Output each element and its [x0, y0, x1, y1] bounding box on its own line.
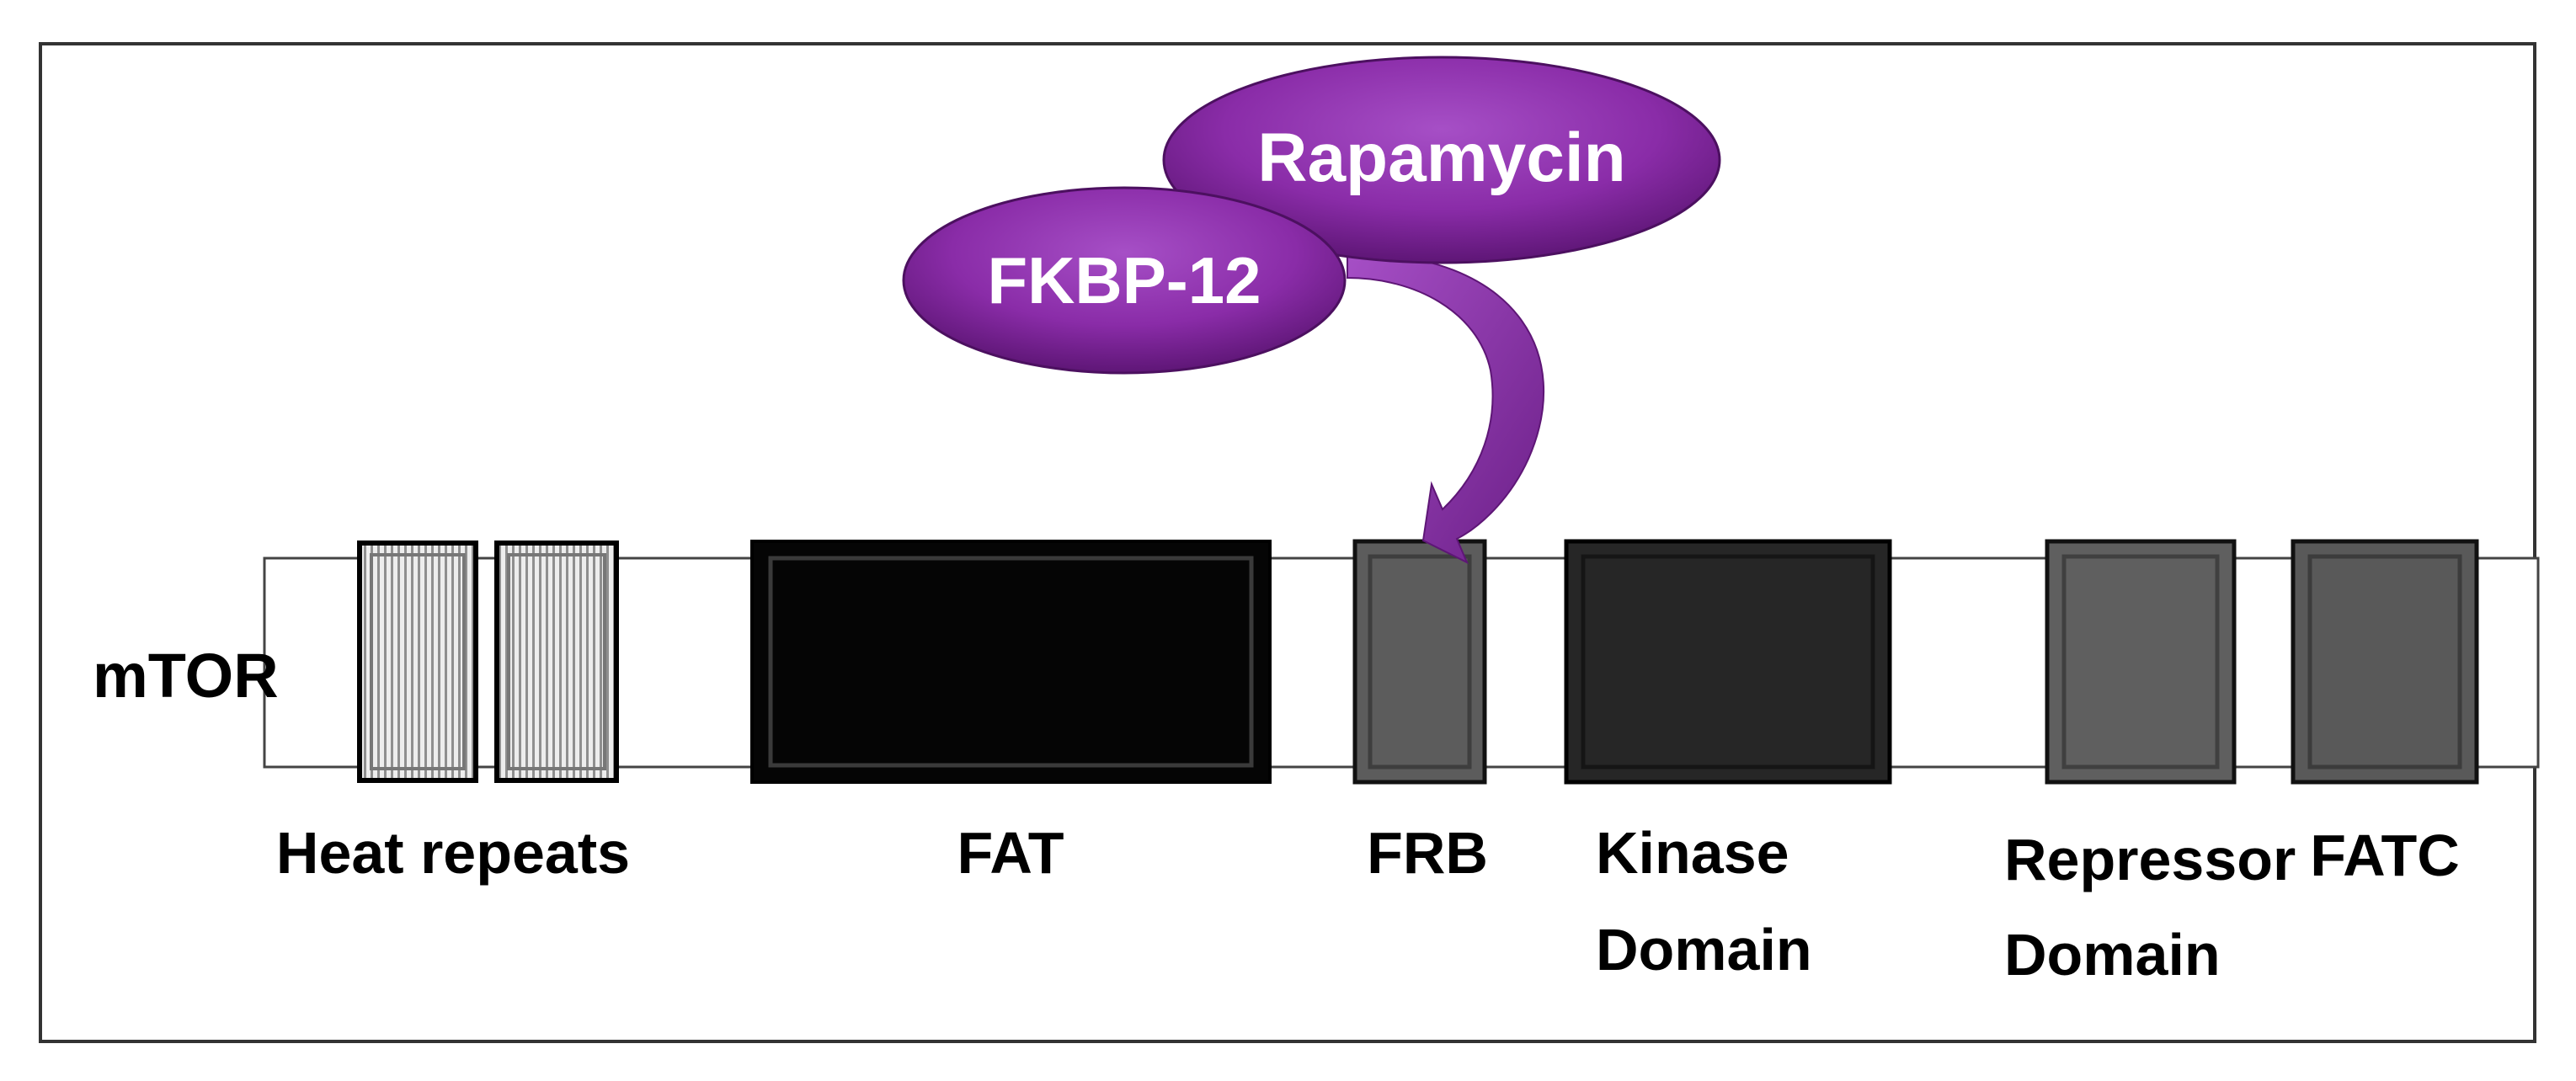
binding-arrow-icon — [1347, 251, 1545, 565]
fatc-domain-box — [2291, 539, 2479, 785]
kinase-label-line2: Domain — [1596, 917, 1812, 982]
repressor-domain-box — [2045, 539, 2237, 785]
repressor-label-line1: Repressor — [2004, 827, 2296, 892]
fkbp12-label: FKBP-12 — [987, 243, 1261, 317]
rapamycin-ligand: Rapamycin — [1162, 56, 1721, 264]
fat-label: FAT — [957, 820, 1064, 886]
kinase-domain-box — [1564, 539, 1892, 785]
fat-domain-box — [750, 540, 1272, 784]
heat-repeat-box-1 — [357, 540, 478, 783]
repressor-label-line2: Domain — [2004, 922, 2221, 988]
fkbp12-ligand: FKBP-12 — [902, 186, 1347, 375]
frb-label: FRB — [1367, 820, 1488, 886]
kinase-label-line1: Kinase — [1596, 820, 1789, 886]
heat-repeat-box-2 — [494, 540, 619, 783]
mtor-label: mTOR — [93, 641, 279, 711]
frb-domain-box — [1352, 539, 1487, 785]
rapamycin-label: Rapamycin — [1257, 120, 1626, 196]
fatc-label: FATC — [2310, 823, 2460, 888]
heat-repeats-label: Heat repeats — [276, 820, 630, 886]
